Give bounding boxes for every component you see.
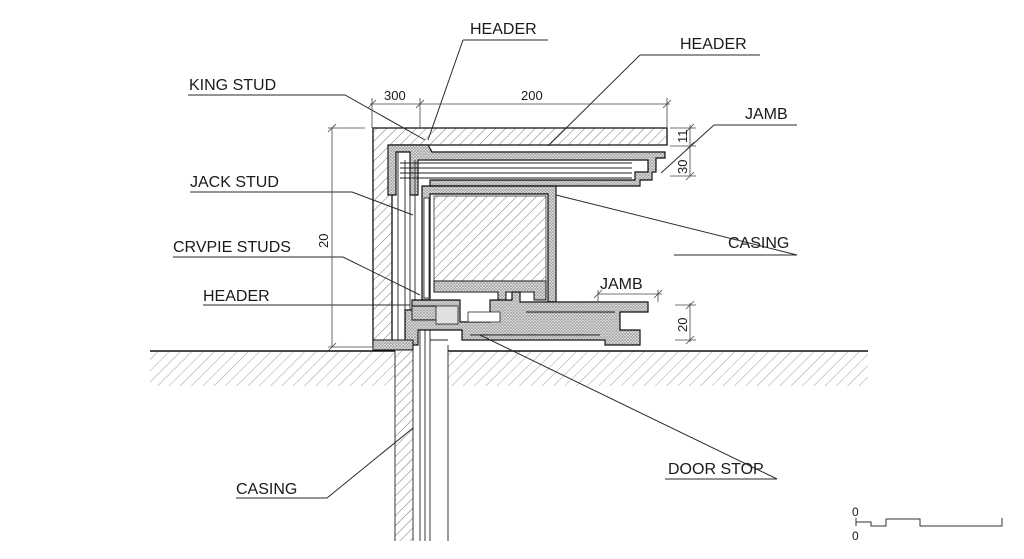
leader-door-stop bbox=[479, 334, 778, 480]
dim-jamb-height: 20 bbox=[675, 318, 690, 332]
label-jack-stud: JACK STUD bbox=[190, 174, 279, 191]
dim-right-upper: 11 bbox=[675, 130, 690, 144]
header-block bbox=[433, 195, 547, 313]
leader-header-top bbox=[427, 39, 464, 141]
label-casing-bottom: CASING bbox=[236, 481, 297, 498]
label-jamb-mid: JAMB bbox=[600, 276, 643, 293]
dim-top-right: 200 bbox=[521, 88, 543, 103]
label-casing-right: CASING bbox=[728, 235, 789, 252]
scale-bar: 0 0 bbox=[852, 505, 1003, 543]
label-cripple-studs: CRVPIE STUDS bbox=[173, 239, 291, 256]
scale-bar-top-label: 0 bbox=[852, 505, 859, 519]
wall-vertical-section bbox=[394, 330, 449, 541]
dim-top-left: 300 bbox=[384, 88, 406, 103]
floor-slab bbox=[150, 350, 868, 386]
leader-header-topright bbox=[547, 54, 641, 147]
label-header-top: HEADER bbox=[470, 21, 537, 38]
leader-casing-right bbox=[555, 194, 798, 256]
label-king-stud: KING STUD bbox=[189, 77, 276, 94]
dimension-lines bbox=[327, 98, 696, 352]
lower-jamb-assembly bbox=[372, 291, 649, 351]
dim-right-lower: 30 bbox=[675, 160, 690, 174]
label-jamb-right: JAMB bbox=[745, 106, 788, 123]
leader-casing-bottom bbox=[236, 427, 414, 499]
scale-bar-bottom-label: 0 bbox=[852, 529, 859, 543]
label-header-top-right: HEADER bbox=[680, 36, 747, 53]
label-header-left: HEADER bbox=[203, 288, 270, 305]
leader-jack-stud bbox=[190, 191, 414, 216]
label-door-stop: DOOR STOP bbox=[668, 461, 764, 478]
dim-left-vertical: 20 bbox=[316, 234, 331, 248]
header-profile bbox=[387, 144, 666, 196]
leader-cripple-studs bbox=[173, 256, 421, 296]
leader-king-stud bbox=[188, 94, 426, 141]
leader-lines bbox=[173, 39, 798, 499]
